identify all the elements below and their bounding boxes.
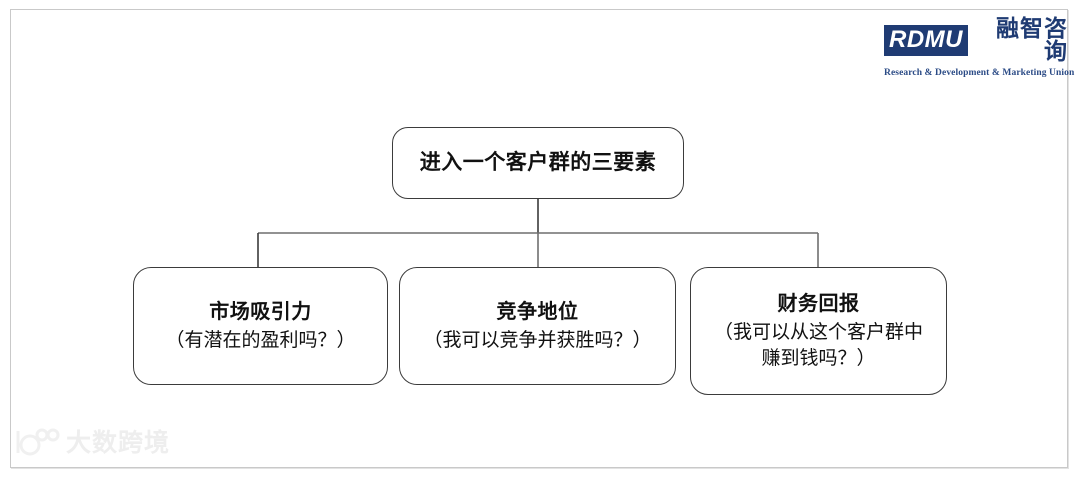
logo-tagline: Research & Development & Marketing Union (884, 68, 1075, 78)
node-child-1-subtitle: （有潜在的盈利吗？） (165, 329, 356, 351)
node-child-3-subtitle-line-1: （我可以从这个客户群中 (713, 322, 923, 344)
node-child-2-title: 竞争地位 (496, 300, 579, 323)
logo-chinese-name: 融智咨询 (996, 15, 1068, 65)
logo-row: RDMU 融智咨询 (884, 17, 1068, 63)
logo-wordmark: RDMU (884, 24, 968, 56)
node-financial-return[interactable]: 财务回报 （我可以从这个客户群中 赚到钱吗？） (690, 267, 947, 395)
company-logo: RDMU 融智咨询 Research & Development & Marke… (884, 17, 1075, 78)
node-competitive-position[interactable]: 竞争地位 （我可以竞争并获胜吗？） (399, 267, 676, 385)
node-child-3-subtitle-line-2: 赚到钱吗？） (761, 347, 876, 369)
node-child-2-subtitle: （我可以竞争并获胜吗？） (423, 329, 652, 351)
node-root[interactable]: 进入一个客户群的三要素 (392, 127, 684, 199)
node-child-3-title: 财务回报 (777, 293, 860, 316)
node-market-attractiveness[interactable]: 市场吸引力 （有潜在的盈利吗？） (133, 267, 388, 385)
node-root-title: 进入一个客户群的三要素 (419, 150, 657, 174)
node-child-1-title: 市场吸引力 (209, 300, 312, 323)
